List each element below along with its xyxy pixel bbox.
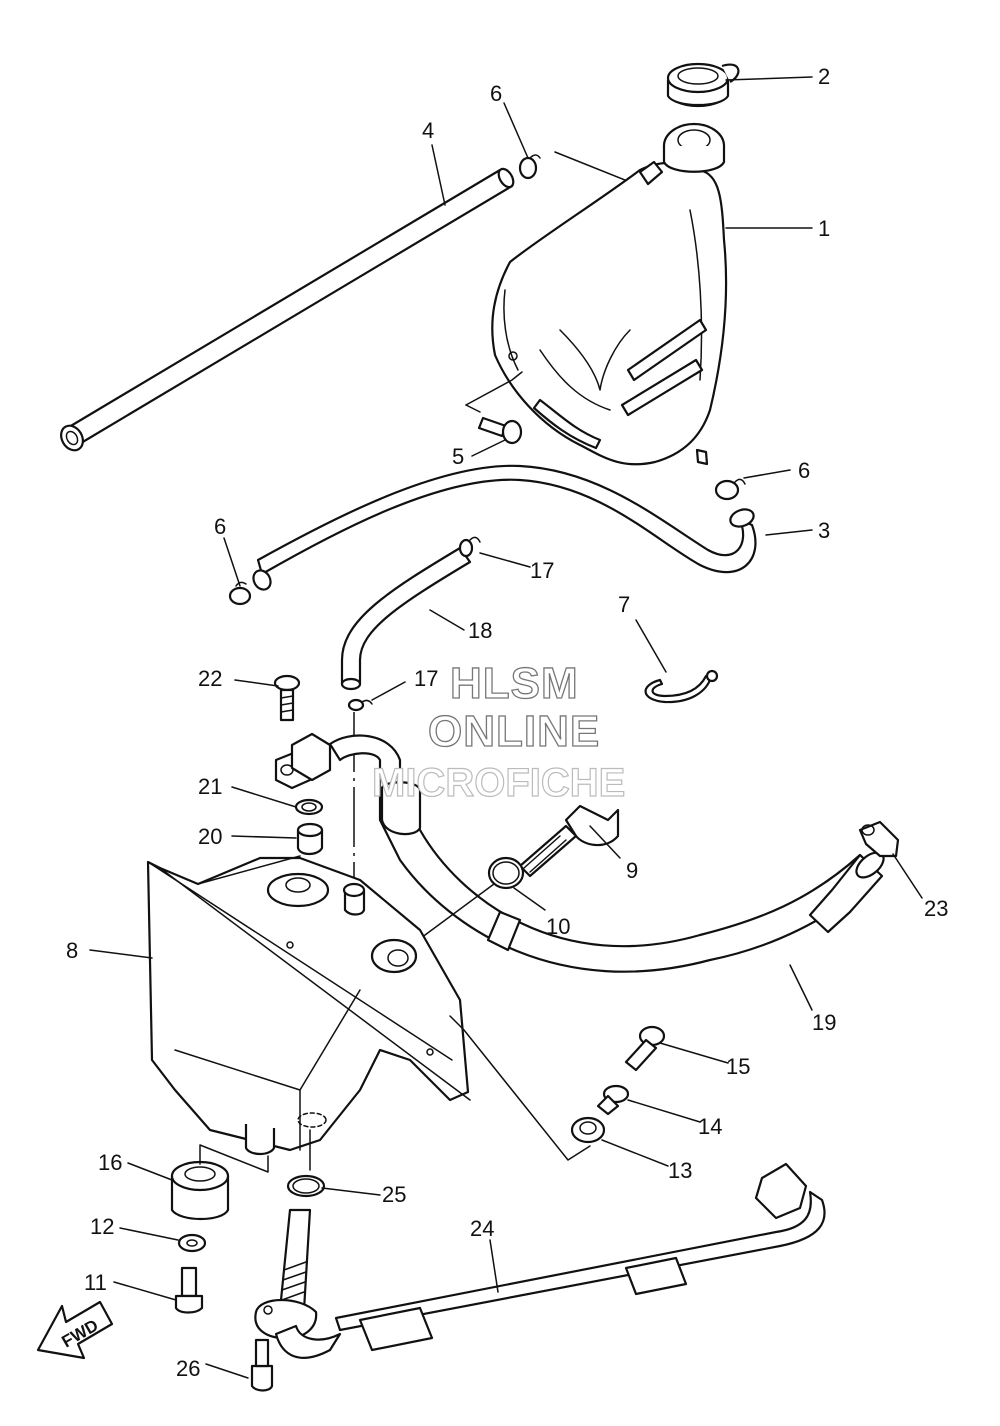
part-12-washer bbox=[177, 1233, 207, 1253]
part-15-bolt bbox=[624, 1025, 666, 1072]
callout-24-label: 24 bbox=[470, 1216, 494, 1241]
part-26-screw bbox=[250, 1338, 274, 1392]
callout-3-label: 3 bbox=[818, 518, 830, 543]
callout-6-top-label: 6 bbox=[490, 81, 502, 106]
part-6-clip-right bbox=[714, 478, 746, 501]
callout-21-label: 21 bbox=[198, 774, 222, 799]
leader-lines bbox=[89, 76, 923, 1379]
callout-18-label: 18 bbox=[468, 618, 492, 643]
callout-4-label: 4 bbox=[422, 118, 434, 143]
part-1-oil-tank bbox=[491, 122, 728, 466]
callout-1-label: 1 bbox=[818, 216, 830, 241]
callout-6-right-label: 6 bbox=[798, 458, 810, 483]
callout-5-label: 5 bbox=[452, 444, 464, 469]
callout-17-top-label: 17 bbox=[530, 558, 554, 583]
part-19-hose bbox=[328, 734, 885, 973]
bracket bbox=[274, 732, 332, 790]
part-8-lower-tank bbox=[146, 855, 471, 1156]
callout-23-label: 23 bbox=[924, 896, 948, 921]
part-22-bolt bbox=[273, 674, 301, 722]
part-4-vent-tube bbox=[60, 167, 515, 452]
callout-26-label: 26 bbox=[176, 1356, 200, 1381]
callout-22-label: 22 bbox=[198, 666, 222, 691]
fwd-direction-arrow: FWD bbox=[36, 1300, 114, 1360]
part-13-grommet bbox=[449, 1015, 606, 1161]
part-23-clamp bbox=[858, 820, 900, 858]
part-16-damper bbox=[170, 1144, 269, 1220]
part-6-clip-left bbox=[228, 581, 252, 606]
part-11-bolt bbox=[174, 1266, 204, 1314]
part-9-dipstick bbox=[518, 804, 620, 878]
callout-9-label: 9 bbox=[626, 858, 638, 883]
part-21-washer bbox=[294, 798, 324, 816]
callout-14-label: 14 bbox=[698, 1114, 722, 1139]
part-7-band bbox=[644, 669, 719, 704]
callout-17-mid-label: 17 bbox=[414, 666, 438, 691]
callout-15-label: 15 bbox=[726, 1054, 750, 1079]
part-20-collar bbox=[296, 822, 324, 856]
part-6-clip-top bbox=[518, 151, 641, 187]
watermark: HLSM ONLINE MICROFICHE bbox=[371, 658, 626, 805]
watermark-line-3: MICROFICHE bbox=[372, 761, 625, 805]
callout-7-label: 7 bbox=[618, 592, 630, 617]
callout-25-label: 25 bbox=[382, 1182, 406, 1207]
callout-numbers: 2 1 3 4 5 6 6 6 7 8 9 10 11 12 13 14 15 … bbox=[66, 64, 948, 1381]
callout-11-label: 11 bbox=[84, 1270, 107, 1295]
callout-20-label: 20 bbox=[198, 824, 222, 849]
part-3-hose bbox=[252, 464, 757, 591]
part-17-clip-top bbox=[458, 536, 481, 558]
part-25-o-ring bbox=[286, 1129, 326, 1198]
watermark-line-1: HLSM bbox=[450, 659, 579, 708]
part-5-bolt bbox=[465, 371, 523, 445]
callout-1-label: 2 bbox=[818, 64, 830, 89]
callout-19-label: 19 bbox=[812, 1010, 836, 1035]
callout-8-label: 8 bbox=[66, 938, 78, 963]
watermark-line-2: ONLINE bbox=[428, 707, 600, 756]
part-17-clip-mid bbox=[347, 698, 373, 885]
callout-13-label: 13 bbox=[668, 1158, 692, 1183]
callout-12-label: 12 bbox=[90, 1214, 114, 1239]
callout-6-left-label: 6 bbox=[214, 514, 226, 539]
part-24-strainer-pipe bbox=[254, 1162, 826, 1359]
part-14-spacer bbox=[596, 1084, 630, 1116]
callout-16-label: 16 bbox=[98, 1150, 122, 1175]
part-2-filler-cap bbox=[666, 62, 740, 108]
callout-10-label: 10 bbox=[546, 914, 570, 939]
